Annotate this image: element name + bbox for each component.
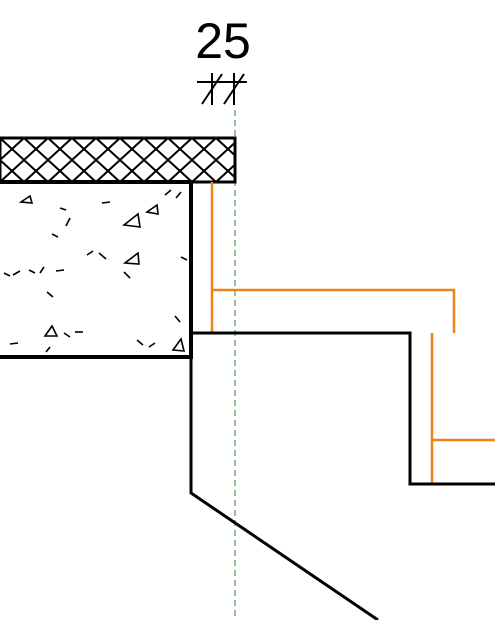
dimension-ticks <box>197 73 247 105</box>
dimension-value-label: 25 <box>195 13 251 69</box>
concrete-aggregate-pattern <box>3 189 188 353</box>
concrete-block-outline <box>0 180 193 359</box>
stair-outline <box>189 331 495 620</box>
crosshatched-slab <box>0 136 237 184</box>
orange-finish-profile <box>210 182 495 484</box>
